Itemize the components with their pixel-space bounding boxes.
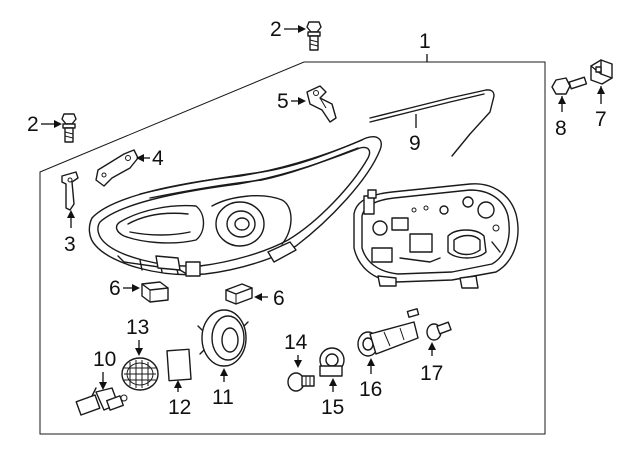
cap-part-13: 13 — [121, 316, 159, 391]
callout-6-left: 6 — [109, 277, 121, 300]
callout-8: 8 — [555, 117, 567, 140]
bulb-part-10: 10 — [75, 348, 128, 416]
clip-part-6-right: 6 — [225, 283, 285, 310]
callout-5: 5 — [277, 90, 289, 113]
callout-14: 14 — [284, 331, 308, 354]
callout-12: 12 — [168, 396, 191, 419]
bracket-part-5: 5 — [277, 85, 337, 123]
cover-part-11: 11 — [197, 309, 249, 409]
bolt-part-2-left: 2 — [27, 113, 77, 143]
bracket-part-4: 4 — [95, 147, 164, 187]
socket-part-16: 16 — [357, 308, 420, 401]
callout-7: 7 — [595, 108, 607, 131]
callout-3: 3 — [64, 233, 76, 256]
callout-15: 15 — [321, 396, 344, 419]
callout-2-left: 2 — [27, 113, 39, 136]
bulb-part-14: 14 — [284, 331, 315, 392]
bolt-part-2-top: 2 — [270, 18, 322, 51]
bolt-part-8: 8 — [551, 76, 588, 140]
callout-2-top: 2 — [270, 18, 282, 41]
socket-part-15: 15 — [319, 347, 345, 419]
bracket-part-3: 3 — [61, 171, 79, 256]
clip-part-7: 7 — [590, 59, 613, 131]
headlamp-assembly-front — [88, 136, 382, 277]
callout-11: 11 — [212, 386, 234, 409]
callout-1: 1 — [419, 30, 431, 53]
callout-10: 10 — [93, 348, 116, 371]
callout-13: 13 — [126, 316, 149, 339]
callout-4: 4 — [152, 147, 164, 170]
clip-part-6-left: 6 — [109, 277, 169, 303]
headlamp-housing-rear — [353, 183, 519, 289]
callout-9: 9 — [409, 132, 421, 155]
seal-part-9: 9 — [369, 89, 495, 157]
callout-16: 16 — [359, 378, 382, 401]
assembly-outline — [39, 61, 546, 435]
bulb-part-17: 17 — [420, 321, 452, 385]
label-part-12: 12 — [166, 348, 192, 419]
callout-17: 17 — [420, 362, 443, 385]
callout-6-right: 6 — [273, 287, 285, 310]
